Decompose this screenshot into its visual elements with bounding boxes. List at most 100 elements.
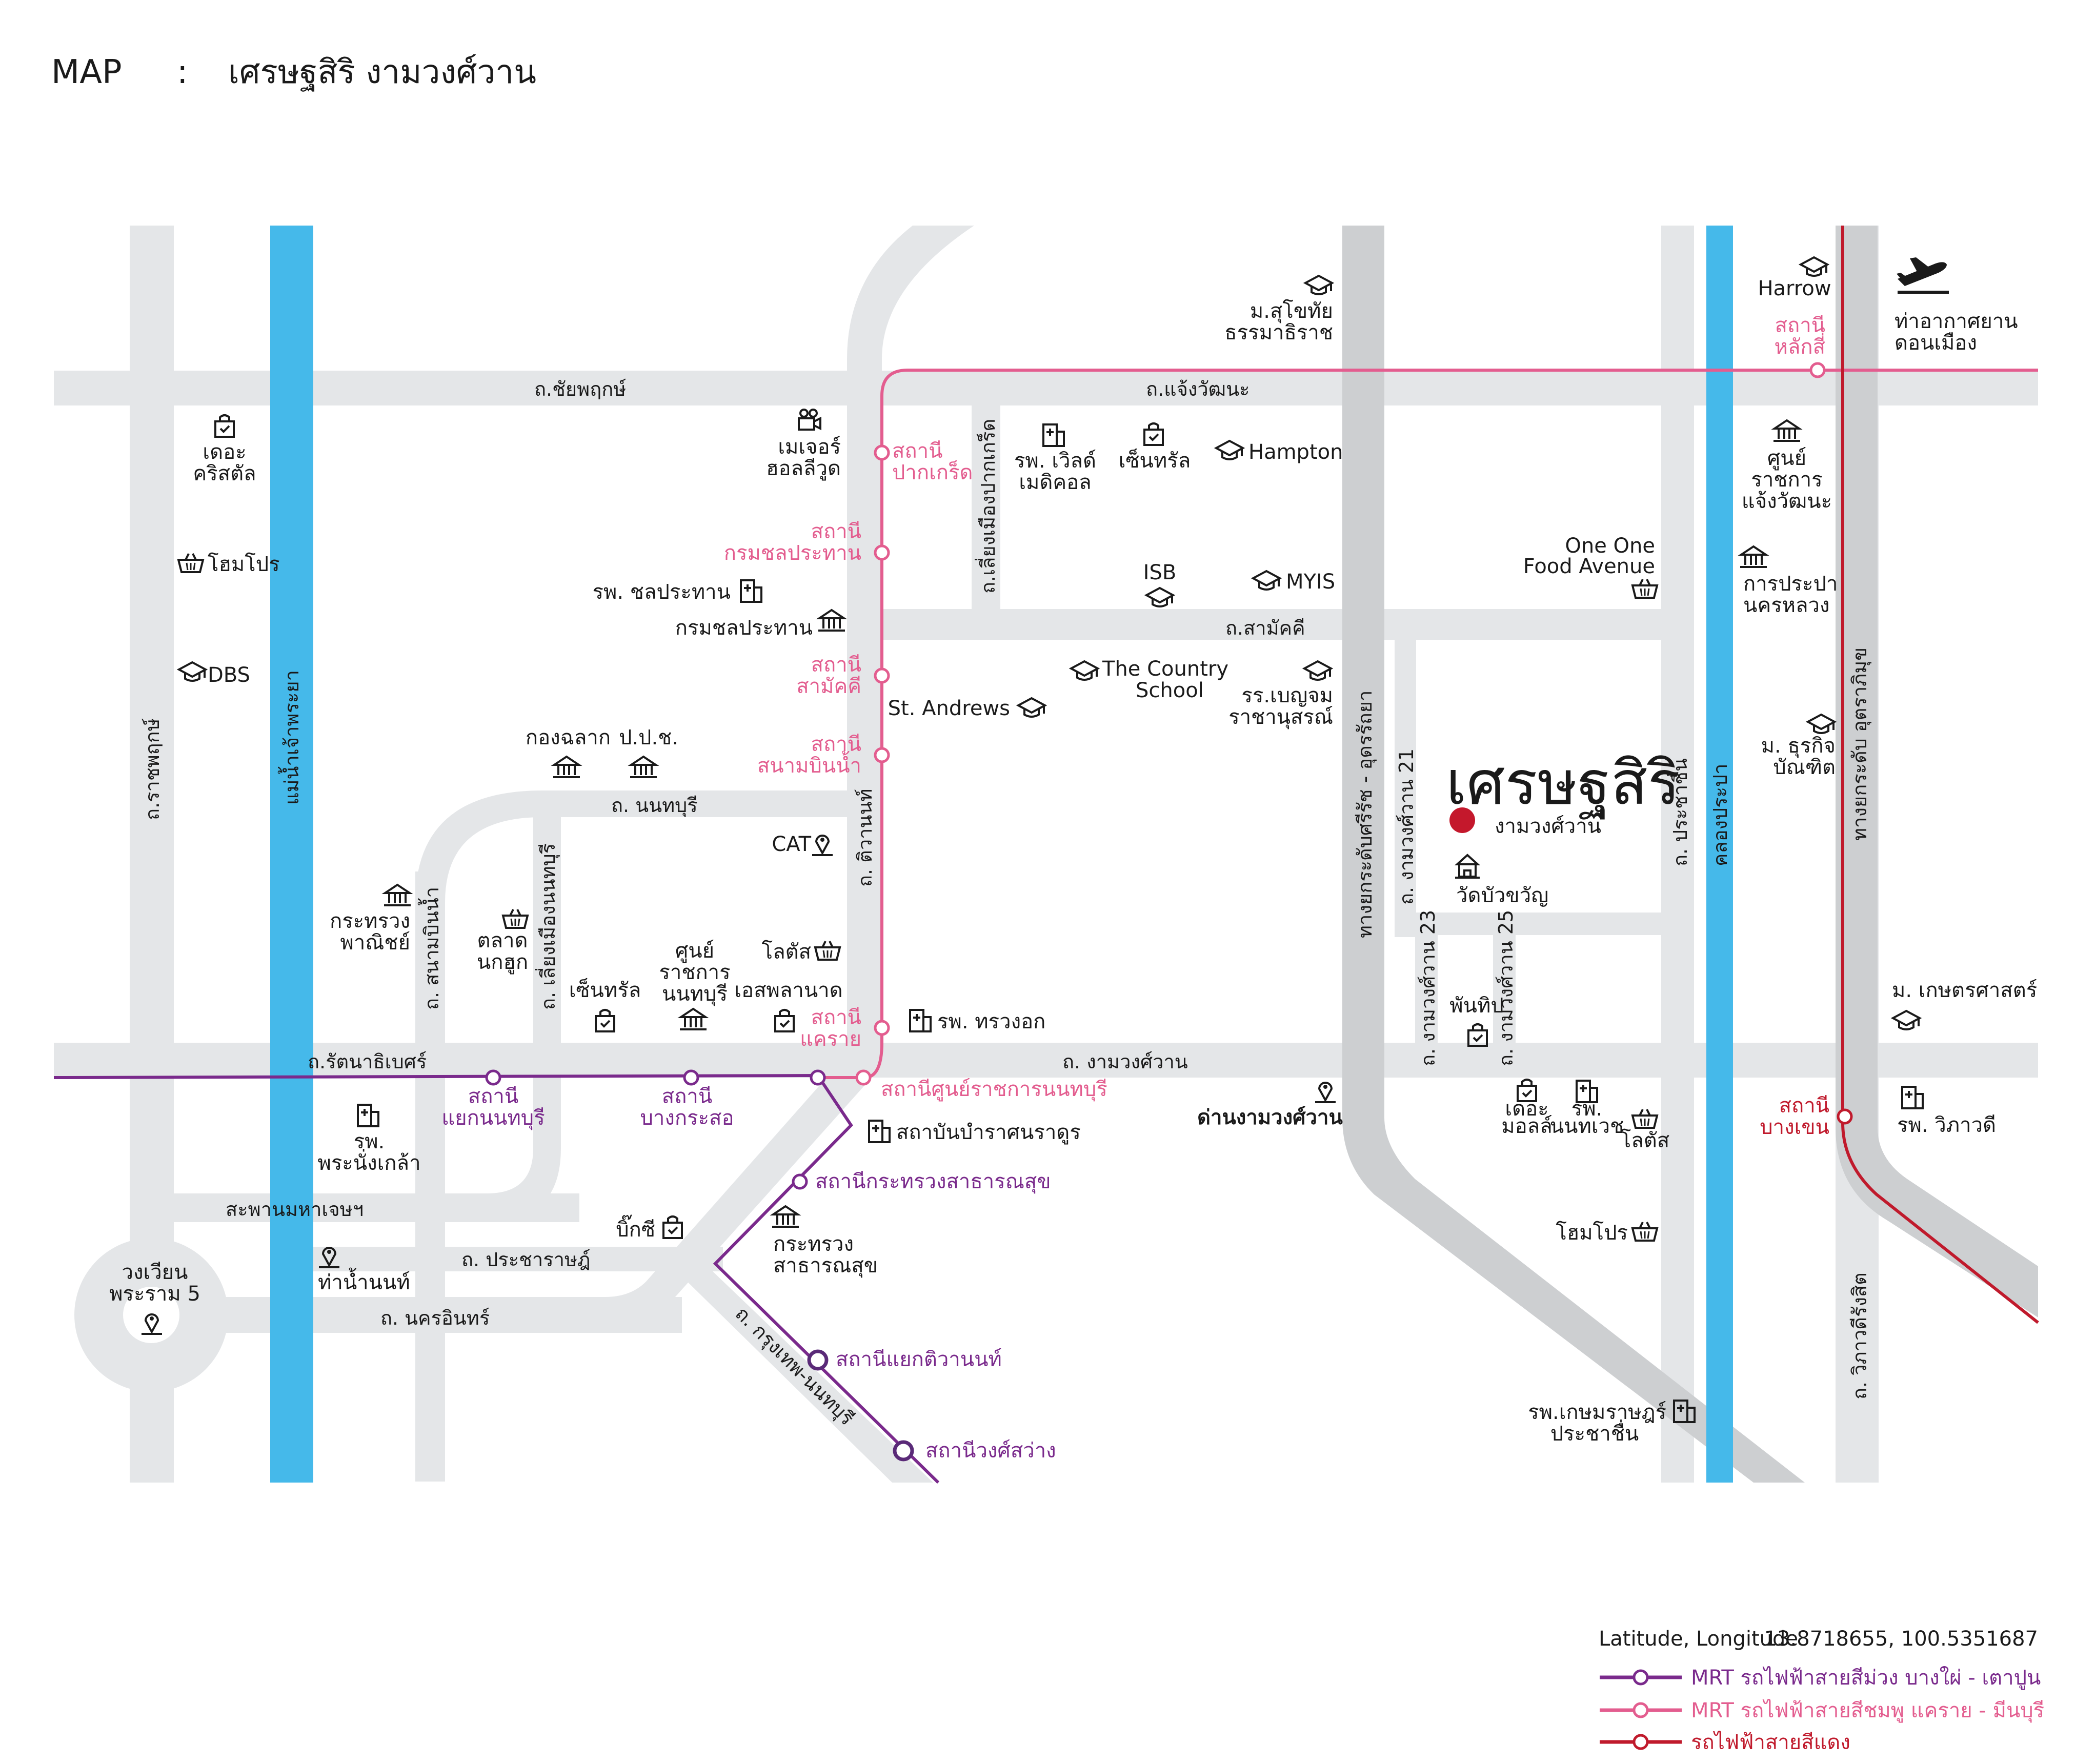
label-major-1: เมเจอร์ <box>778 435 841 459</box>
cinema-icon <box>798 409 821 431</box>
coordinates-value: 13.8718655, 100.5351687 <box>1764 1627 2038 1651</box>
government-icon <box>552 756 581 778</box>
title-separator: : <box>177 53 188 91</box>
government-icon <box>383 884 412 906</box>
label-prapa-canal: คลองประปา <box>1709 764 1731 866</box>
label-the-mall-2: มอลล์ <box>1501 1114 1552 1138</box>
station-ministry-health-marker[interactable] <box>792 1173 808 1190</box>
label-big-c: บิ๊กซี <box>616 1214 655 1242</box>
school-icon <box>1303 660 1332 681</box>
label-station-khae-rai-2: แคราย <box>800 1027 861 1051</box>
label-station-bang-kraso-1: สถานี <box>662 1085 712 1108</box>
station-yaek-tiwanon-marker[interactable] <box>807 1349 829 1371</box>
airplane-icon <box>1897 257 1949 294</box>
station-samakkhi-marker[interactable] <box>874 667 890 684</box>
road-soi-21 <box>1395 640 1416 937</box>
road-curve-north <box>847 226 974 405</box>
label-expressway-sirat: ทางยกระดับศรีรัช - อุดรรัถยา <box>1354 691 1377 938</box>
label-ngamwongwan-tollgate: ด่านงามวงศ์วาน <box>1197 1106 1343 1129</box>
hospital-icon <box>868 1120 891 1143</box>
label-ngamwongwan: ถ. งามวงศ์วาน <box>1062 1050 1188 1073</box>
road-curve-bridge <box>487 1077 561 1222</box>
label-soi-23: ถ. งามวงศ์วาน 23 <box>1417 910 1439 1066</box>
road-nonthaburi <box>542 790 860 817</box>
landmark-icon <box>1314 1082 1337 1103</box>
legend-red-text: รถไฟฟ้าสายสีแดง <box>1691 1731 1850 1754</box>
station-sanambinnam-marker[interactable] <box>874 747 890 763</box>
label-kasemrad-2: ประชาชื่น <box>1550 1420 1639 1446</box>
station-lak-si-marker[interactable] <box>1809 362 1826 378</box>
road-soi-25 <box>1493 930 1516 1046</box>
market-icon <box>814 940 841 961</box>
station-interchange-marker[interactable] <box>810 1069 826 1086</box>
road-krungthep-nonthaburi <box>677 1271 933 1483</box>
station-chonprathan-marker[interactable] <box>874 544 890 561</box>
label-nonthavej-2: นนทเวช <box>1550 1114 1624 1138</box>
label-pracharat: ถ. ประชาราษฎ์ <box>461 1248 591 1271</box>
label-tollway-uttaraphimuk: ทางยกระดับ อุตราภิมุข <box>1848 647 1871 841</box>
station-bang-kraso-marker[interactable] <box>683 1069 699 1086</box>
station-pakkret-marker[interactable] <box>874 444 890 461</box>
label-tha-nam-nont: ท่าน้ำนนท์ <box>318 1267 410 1294</box>
legend-purple-line: MRT รถไฟฟ้าสายสีม่วง บางใผ่ - เตาปูน <box>1600 1666 2041 1690</box>
label-station-samakkhi-2: สามัคคี <box>796 675 861 698</box>
label-phanthip: พันทิป <box>1449 994 1503 1018</box>
label-don-mueang-1: ท่าอากาศยาน <box>1895 310 2018 333</box>
label-gov-center-chaeng-3: แจ้งวัฒนะ <box>1742 490 1832 513</box>
label-lotus-2: โลตัส <box>1620 1129 1669 1152</box>
project-title: เศรษฐสิริ งามวงศ์วาน <box>228 53 536 92</box>
label-benjama-1: รร.เบญจม <box>1241 684 1333 707</box>
label-country-school-2: School <box>1136 679 1204 702</box>
label-soi-21: ถ. งามวงศ์วาน 21 <box>1395 748 1418 905</box>
temple-icon <box>1454 854 1481 879</box>
station-khae-rai-marker[interactable] <box>874 1020 890 1036</box>
label-isb: ISB <box>1143 561 1177 584</box>
label-station-yaek-nonthaburi-1: สถานี <box>468 1085 518 1108</box>
label-gov-center-nont-1: ศูนย์ <box>675 939 714 963</box>
label-vibhavadi-hosp: รพ. วิภาวดี <box>1897 1113 1996 1137</box>
station-bang-khen-marker[interactable] <box>1837 1108 1853 1125</box>
school-icon <box>178 661 207 682</box>
school-icon <box>1252 570 1281 591</box>
label-kasemrad-1: รพ.เกษมราษฎร์ <box>1528 1401 1666 1424</box>
label-benjama-2: ราชานุสรณ์ <box>1228 705 1333 729</box>
road-chaengwattana <box>54 371 2038 405</box>
school-icon <box>1807 714 1836 734</box>
label-ppc: ป.ป.ช. <box>619 726 678 749</box>
label-moph-1: กระทรวง <box>773 1232 854 1256</box>
label-vibhavadi: ถ. วิภาวดีรังสิต <box>1848 1272 1871 1400</box>
government-icon <box>629 756 658 778</box>
label-commerce-1: กระทรวง <box>330 909 410 933</box>
hospital-icon <box>1042 423 1065 447</box>
label-rid: กรมชลประทาน <box>675 616 813 640</box>
srt-red-line <box>1841 226 2039 1324</box>
station-yaek-nonthaburi-marker[interactable] <box>485 1069 501 1086</box>
school-icon <box>1145 587 1174 607</box>
label-songkhanor: รพ. ทรวงอก <box>937 1010 1045 1033</box>
coordinates-label: Latitude, Longitude <box>1599 1627 1798 1651</box>
label-gov-center-nont-2: ราชการ <box>659 961 730 984</box>
label-crystal-2: คริสตัล <box>193 462 256 485</box>
project-location-dot[interactable] <box>1449 807 1475 833</box>
shopping-icon <box>662 1215 683 1239</box>
market-icon <box>502 908 529 929</box>
label-major-2: ฮอลลีวูด <box>766 457 841 480</box>
label-station-samakkhi-1: สถานี <box>811 653 861 677</box>
legend-purple-text: MRT รถไฟฟ้าสายสีม่วง บางใผ่ - เตาปูน <box>1691 1666 2041 1690</box>
school-icon <box>1304 275 1333 295</box>
project-marker[interactable]: เศรษฐสิริ งามวงศ์วาน <box>1446 747 1680 838</box>
label-station-bang-khen-2: บางเขน <box>1760 1116 1829 1139</box>
shopping-icon <box>1143 422 1164 446</box>
station-government-center-marker[interactable] <box>855 1069 872 1086</box>
label-gov-center-chaeng-1: ศูนย์ <box>1767 447 1806 470</box>
label-rattanathibet: ถ.รัตนาธิเบศร์ <box>308 1050 427 1073</box>
label-station-khae-rai-1: สถานี <box>811 1006 861 1029</box>
legend-pink-text: MRT รถไฟฟ้าสายสีชมพู แคราย - มีนบุรี <box>1691 1699 2044 1723</box>
school-icon <box>1215 440 1244 460</box>
station-labels: สถานี ปากเกร็ด สถานี กรมชลประทาน สถานี ส… <box>441 314 1829 1463</box>
label-station-yaek-tiwanon: สถานีแยกติวานนท์ <box>836 1348 1002 1371</box>
station-wong-sawang-marker[interactable] <box>893 1440 914 1462</box>
points-of-interest: ท่าอากาศยาน ดอนเมือง Harrow ม.สุโขทัย ธร… <box>109 256 2037 1446</box>
highways <box>1342 226 2038 1483</box>
label-nakhon-in: ถ. นครอินทร์ <box>380 1307 490 1329</box>
